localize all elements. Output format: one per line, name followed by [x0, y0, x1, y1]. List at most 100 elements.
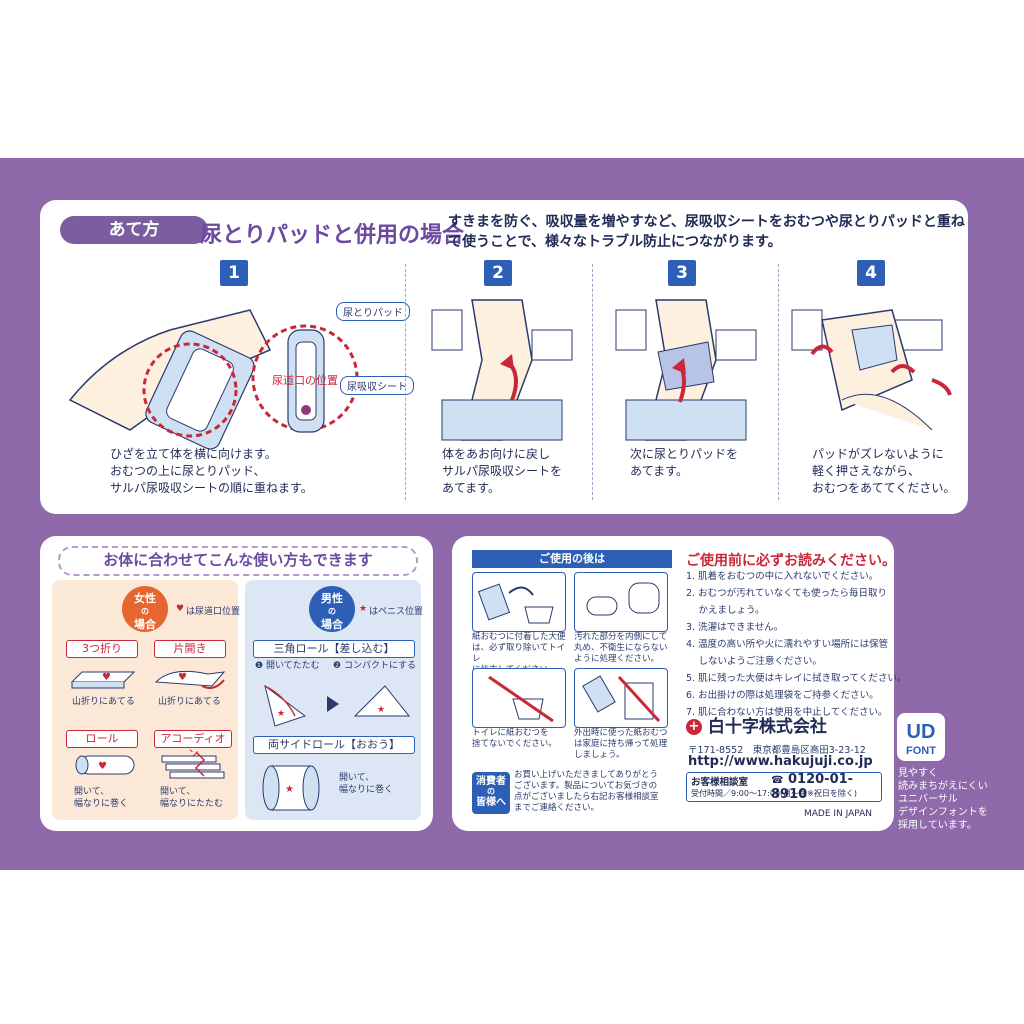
- label-triangle-roll: 三角ロール【差し込む】: [253, 640, 415, 658]
- toilet-icon: [477, 583, 554, 624]
- accordion-drawing: [161, 751, 225, 779]
- women-note: は尿道口位置: [186, 607, 241, 617]
- warning-item: しないようご注意ください。: [686, 656, 822, 667]
- step-3-illustration: [615, 299, 757, 441]
- steps-row: 1 尿とりパッド 尿道口の位置 尿吸収シート ひざを立て体を横に向けます。 おむ…: [40, 260, 968, 510]
- divider: [405, 264, 406, 500]
- heart-icon: ♥: [176, 604, 185, 614]
- warning-item: 1. 肌着をおむつの中に入れないでください。: [686, 571, 879, 582]
- half-open-caption: 山折りにあてる: [158, 697, 221, 707]
- step-2-marker: ❷: [333, 661, 342, 671]
- men-note: はペニス位置: [369, 607, 424, 617]
- side-roll-caption: 開いて、 幅なりに巻く: [339, 773, 394, 795]
- company-url[interactable]: http://www.hakujuji.co.jp: [688, 754, 873, 769]
- step-1-caption: ひざを立て体を横に向けます。 おむつの上に尿とりパッド、 サルパ尿吸収シートの順…: [110, 447, 313, 495]
- divider: [778, 264, 779, 500]
- urethra-label: 尿道口の位置: [272, 374, 338, 387]
- step-number: 3: [668, 260, 696, 286]
- warning-item: 5. 肌に残った大便はキレイに拭き取ってください。: [686, 673, 907, 684]
- intro-text: すきまを防ぐ、吸収量を増やすなど、尿吸収シートをおむつや尿とりパッドと重ねて使う…: [448, 214, 965, 250]
- after-use-text-2: 汚れた部分を内側にして 丸め、不衛生にならない ように処理ください。: [574, 632, 668, 664]
- hours: 受付時間／9:00〜17:00(月〜金※祝日を除く): [691, 789, 857, 798]
- phone-number[interactable]: ☎ 0120-01-8910: [771, 772, 854, 802]
- svg-text:★: ★: [377, 705, 385, 715]
- warning-item: 6. お出掛けの際は処理袋をご持参ください。: [686, 690, 879, 701]
- svg-text:★: ★: [277, 709, 285, 719]
- trifold-caption: 山折りにあてる: [72, 697, 135, 707]
- warning-item: 2. おむつが汚れていなくても使ったら毎日取り: [686, 588, 888, 599]
- svg-text:★: ★: [285, 784, 294, 795]
- warning-list: 1. 肌着をおむつの中に入れないでください。 2. おむつが汚れていなくても使っ…: [686, 568, 906, 721]
- step-number: 1: [220, 260, 248, 286]
- no-trash-icon: [582, 675, 661, 723]
- triangle-roll-drawing: ★ ★: [264, 684, 411, 727]
- company-name: + 白十字株式会社: [686, 712, 827, 737]
- rolled-diaper-icon: [586, 582, 660, 616]
- freedial-icon: ☎: [771, 775, 784, 786]
- ud-font-logo: UD FONT: [897, 713, 945, 761]
- step-2-caption: 体をあお向けに戻し サルパ尿吸収シートを あてます。: [442, 447, 563, 495]
- cross-logo-icon: +: [686, 719, 702, 735]
- after-use-text-3: トイレに紙おむつを 捨てないでください。: [472, 728, 557, 749]
- pad-label: 尿とりパッド: [336, 302, 410, 321]
- svg-text:♥: ♥: [98, 761, 107, 772]
- accordion-caption: 開いて、 幅なりにたたむ: [160, 787, 224, 809]
- divider: [592, 264, 593, 500]
- step-1-marker: ❶: [255, 661, 264, 671]
- usage-title: お体に合わせてこんな使い方もできます: [58, 546, 418, 576]
- warning-item: 7. 肌に合わない方は使用を中止してください。: [686, 707, 888, 718]
- svg-text:♥: ♥: [102, 672, 111, 683]
- after-use-box-2: [574, 572, 668, 632]
- after-use-box-1: [472, 572, 566, 632]
- sheet-label: 尿吸収シート: [340, 376, 414, 395]
- ud-line1: UD: [907, 721, 936, 743]
- star-icon: ★: [359, 604, 368, 614]
- women-badge: 女性 の 場合: [122, 586, 168, 632]
- label-roll: ロール: [66, 730, 138, 748]
- warning-title: ご使用前に必ずお読みください。: [686, 553, 896, 569]
- info-panel: ご使用の後は 紙おむつに付着した大便 は、必ず取り除いてトイレ に処末してくださ…: [452, 536, 906, 831]
- step-1: 1 尿とりパッド 尿道口の位置 尿吸収シート ひざを立て体を横に向けます。 おむ…: [50, 260, 414, 500]
- consult-label: お客様相談室: [691, 777, 749, 788]
- ud-line2: FONT: [906, 745, 936, 757]
- women-section: 女性 の 場合 ♥ は尿道口位置 3つ折り 片開き ♥ ♥ 山折りにあてる 山折…: [52, 580, 241, 820]
- label-accordion: アコーディオン: [154, 730, 232, 760]
- label-side-roll: 両サイドロール【おおう】: [253, 736, 415, 754]
- section-tag: あて方: [60, 216, 208, 244]
- half-open-drawing: ♥: [154, 670, 226, 689]
- roll-caption: 開いて、 幅なりに巻く: [74, 787, 129, 809]
- after-use-title: ご使用の後は: [472, 550, 672, 568]
- step-2: 2 体をあお向けに戻し サルパ尿吸収シートを あてます。: [412, 260, 590, 500]
- men-step-2: ❷ コンパクトにする: [333, 661, 417, 671]
- company-address: 〒171-8552 東京都豊島区高田3-23-12: [688, 745, 866, 756]
- step-4: 4 パッドがズレないように 軽く押さえながら、 おむつをあててください。: [782, 260, 962, 500]
- instructions-panel: あて方 尿とりパッドと併用の場合 すきまを防ぐ、吸収量を増やすなど、尿吸収シート…: [40, 200, 968, 514]
- label-trifold: 3つ折り: [66, 640, 138, 658]
- warning-item: 3. 洗濯はできません。: [686, 622, 784, 633]
- step-3-caption: 次に尿とりパッドを あてます。: [630, 447, 739, 478]
- ud-font-description: 見やすく 読みまちがえにくい ユニバーサル デザインフォントを 採用しています。: [898, 768, 988, 831]
- no-toilet-icon: [488, 675, 554, 723]
- warning-item: かえましょう。: [686, 605, 765, 616]
- section-heading: 尿とりパッドと併用の場合: [200, 223, 465, 248]
- made-in: MADE IN JAPAN: [804, 809, 873, 819]
- step-2-illustration: [431, 299, 573, 441]
- side-roll-drawing: ★: [262, 765, 320, 811]
- step-number: 2: [484, 260, 512, 286]
- after-use-box-4: [574, 668, 668, 728]
- consumer-text: お買い上げいただきましてありがとう ございます。製品についてお気づきの 点がござ…: [514, 770, 659, 813]
- warning-item: 4. 温度の高い所や火に濡れやすい場所には保管: [686, 639, 889, 650]
- men-section: 男性 の 場合 ★ はペニス位置 三角ロール【差し込む】 ❶ 開いてたたむ ❷ …: [245, 580, 424, 820]
- consumer-badge: 消費者 の 皆様へ: [472, 772, 510, 814]
- men-step-1: ❶ 開いてたたむ: [255, 661, 320, 671]
- consultation-box: お客様相談室 ☎ 0120-01-8910 受付時間／9:00〜17:00(月〜…: [686, 772, 882, 802]
- step-4-caption: パッドがズレないように 軽く押さえながら、 おむつをあててください。: [812, 447, 956, 495]
- after-use-text-4: 外出時に使った紙おむつ は家庭に持ち帰って処理 しましょう。: [574, 728, 668, 760]
- trifold-drawing: ♥: [70, 671, 136, 689]
- men-badge: 男性 の 場合: [309, 586, 355, 632]
- usage-panel: お体に合わせてこんな使い方もできます 女性 の 場合 ♥ は尿道口位置 3つ折り…: [40, 536, 433, 831]
- step-3: 3 次に尿とりパッドを あてます。: [596, 260, 776, 500]
- step-number: 4: [857, 260, 885, 286]
- label-half-open: 片開き: [154, 640, 226, 658]
- svg-text:♥: ♥: [178, 672, 187, 683]
